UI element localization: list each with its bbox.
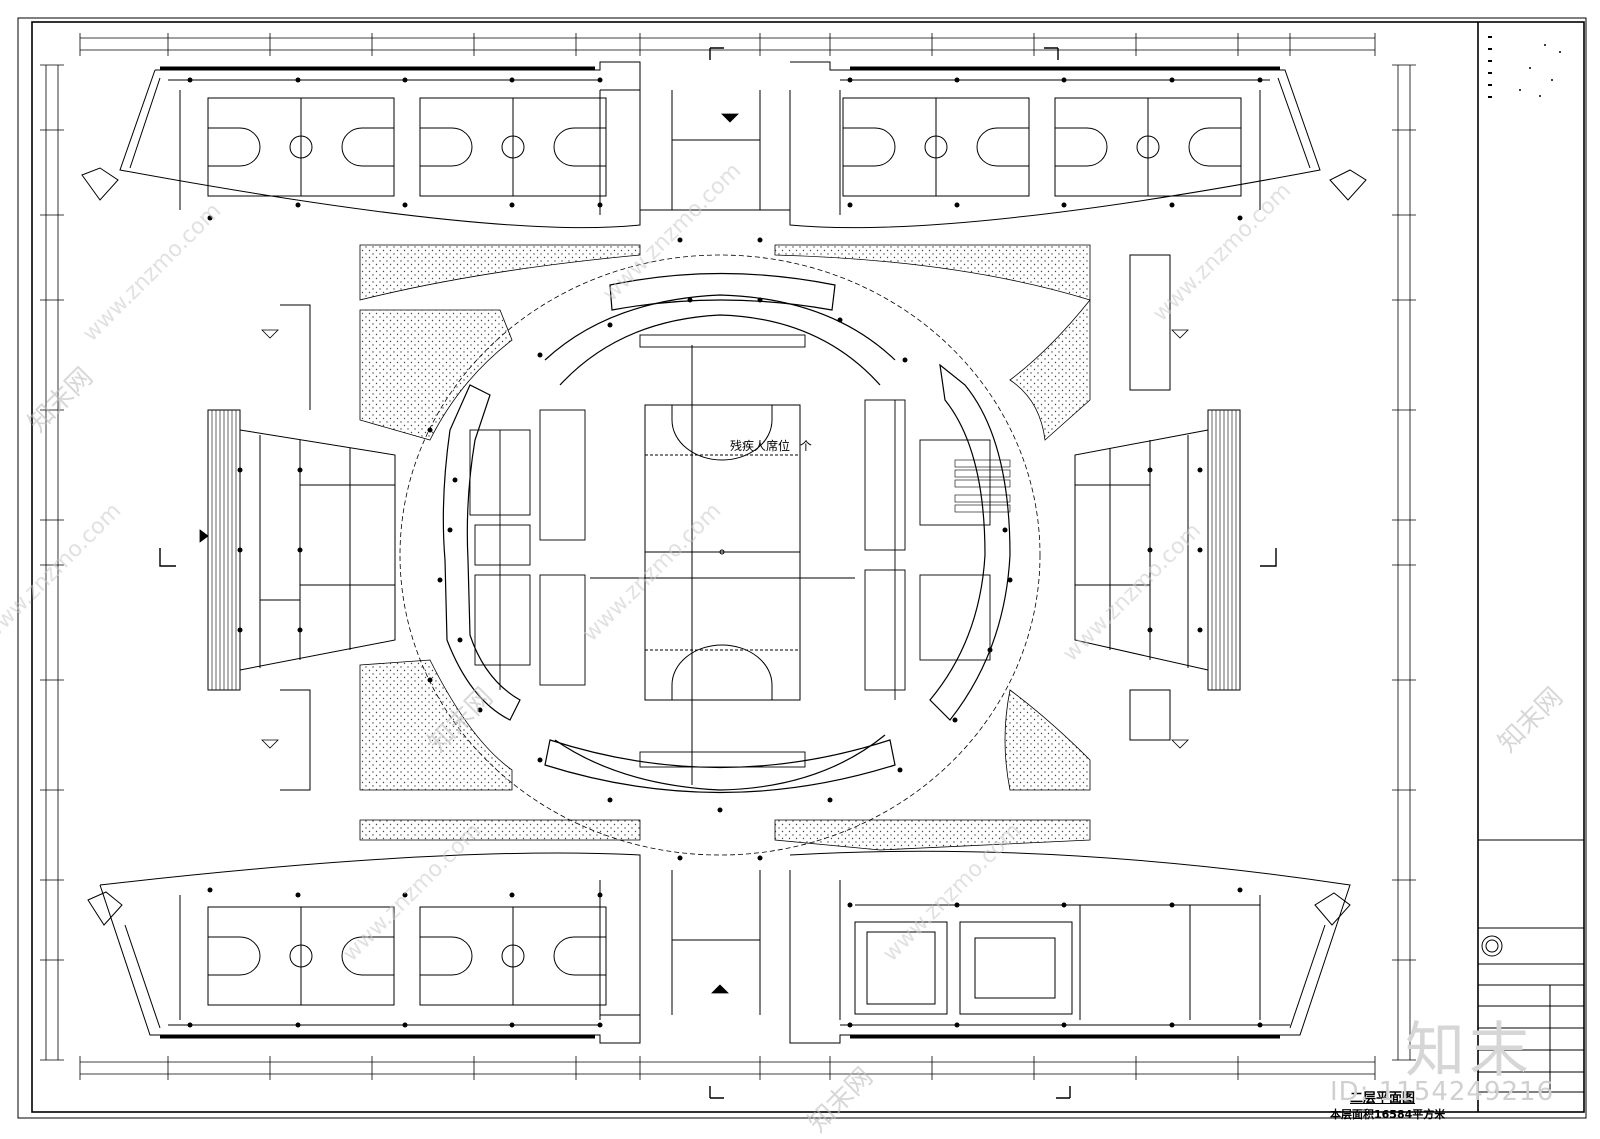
image-id: ID: 1154249216 <box>1330 1077 1555 1107</box>
section-markers <box>159 47 1277 1099</box>
seat-label-text: 残疾人席位 <box>730 439 791 453</box>
wing-columns <box>237 467 1203 633</box>
left-bleachers <box>211 410 237 690</box>
arena-columns <box>427 297 1013 813</box>
plaza-oval <box>399 254 1041 856</box>
top-courts <box>207 97 1242 197</box>
right-wing <box>1074 254 1241 741</box>
level-markers <box>199 113 1189 994</box>
plaza-paving <box>359 244 1091 851</box>
area-note: 本层面积16584平方米 <box>1330 1108 1446 1121</box>
seat-label: 残疾人席位 个 <box>730 437 812 454</box>
title-block-notes <box>1488 36 1561 98</box>
bottom-columns <box>187 855 1263 1028</box>
dimension-ticks <box>40 33 1416 1080</box>
top-columns <box>187 77 1263 243</box>
central-court <box>590 345 855 785</box>
top-wing <box>81 61 1367 229</box>
auditorium-seats <box>954 459 1011 513</box>
znzmo-logo: 知末 <box>1405 1016 1533 1086</box>
arena-interior-rooms <box>469 334 991 768</box>
title-block <box>1477 22 1584 1112</box>
sheet-border <box>17 17 1587 1119</box>
drawing-title: 二层平面图 <box>1350 1091 1416 1106</box>
right-bleachers <box>1211 410 1237 690</box>
seat-label-unit: 个 <box>799 439 812 453</box>
bottom-courts <box>207 906 607 1006</box>
dimension-lines <box>45 37 1411 1075</box>
bottom-wing <box>87 850 1351 1044</box>
arena-outer <box>442 272 1011 794</box>
